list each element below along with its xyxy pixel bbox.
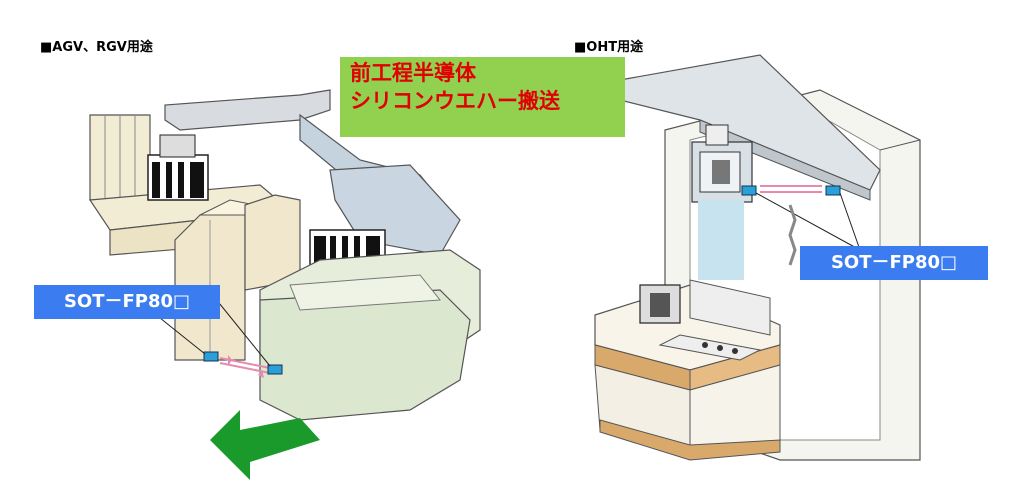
direction-arrow-icon <box>210 410 320 480</box>
agv-illustration <box>88 89 481 480</box>
callout-line-1: 前工程半導体 <box>350 61 476 85</box>
callout-box: 前工程半導体 シリコンウエハー搬送 <box>340 57 625 137</box>
oht-sensor-label: SOT－FP80□ <box>800 246 988 280</box>
callout-line-2: シリコンウエハー搬送 <box>350 89 560 113</box>
agv-section-title: ■AGV、RGV用途 <box>40 40 153 55</box>
agv-sensor-label: SOT－FP80□ <box>34 285 220 319</box>
oht-section-title: ■OHT用途 <box>574 40 644 55</box>
